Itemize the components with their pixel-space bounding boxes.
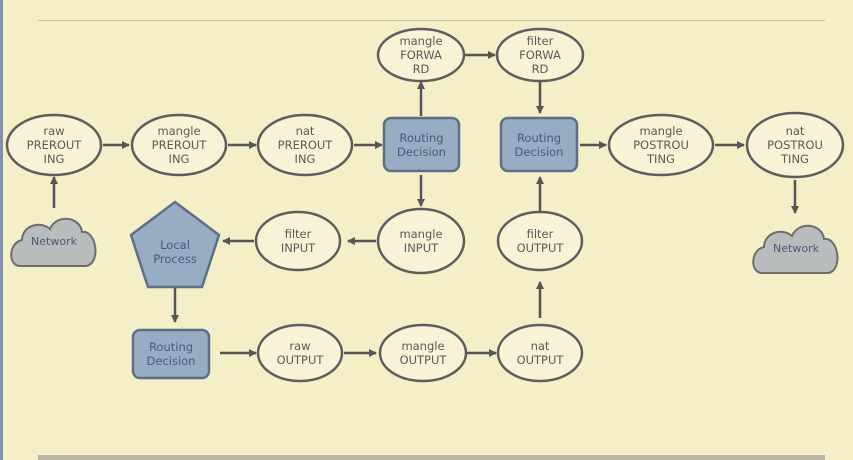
node-mangle-input — [376, 207, 466, 275]
node-nat-prerouting — [256, 113, 354, 177]
node-raw-prerouting — [5, 113, 103, 177]
node-routing-decision-3 — [131, 328, 211, 380]
node-mangle-postrouting — [607, 113, 715, 177]
node-mangle-output — [378, 323, 468, 383]
node-mangle-prerouting — [130, 113, 228, 177]
node-filter-forward — [495, 27, 585, 83]
node-nat-postrouting — [745, 111, 845, 179]
left-window-edge — [0, 0, 3, 460]
cloud-icon — [752, 224, 839, 274]
cloud-icon — [10, 217, 97, 267]
node-routing-decision-1 — [382, 116, 461, 173]
node-filter-input — [254, 210, 342, 272]
node-nat-output — [496, 323, 584, 383]
top-divider — [38, 20, 825, 21]
node-local-process — [129, 200, 221, 289]
node-raw-output — [256, 323, 344, 383]
node-mangle-forward — [376, 27, 466, 83]
node-filter-output — [496, 210, 584, 272]
node-routing-decision-2 — [499, 116, 579, 173]
bottom-scrollbar — [38, 455, 825, 460]
